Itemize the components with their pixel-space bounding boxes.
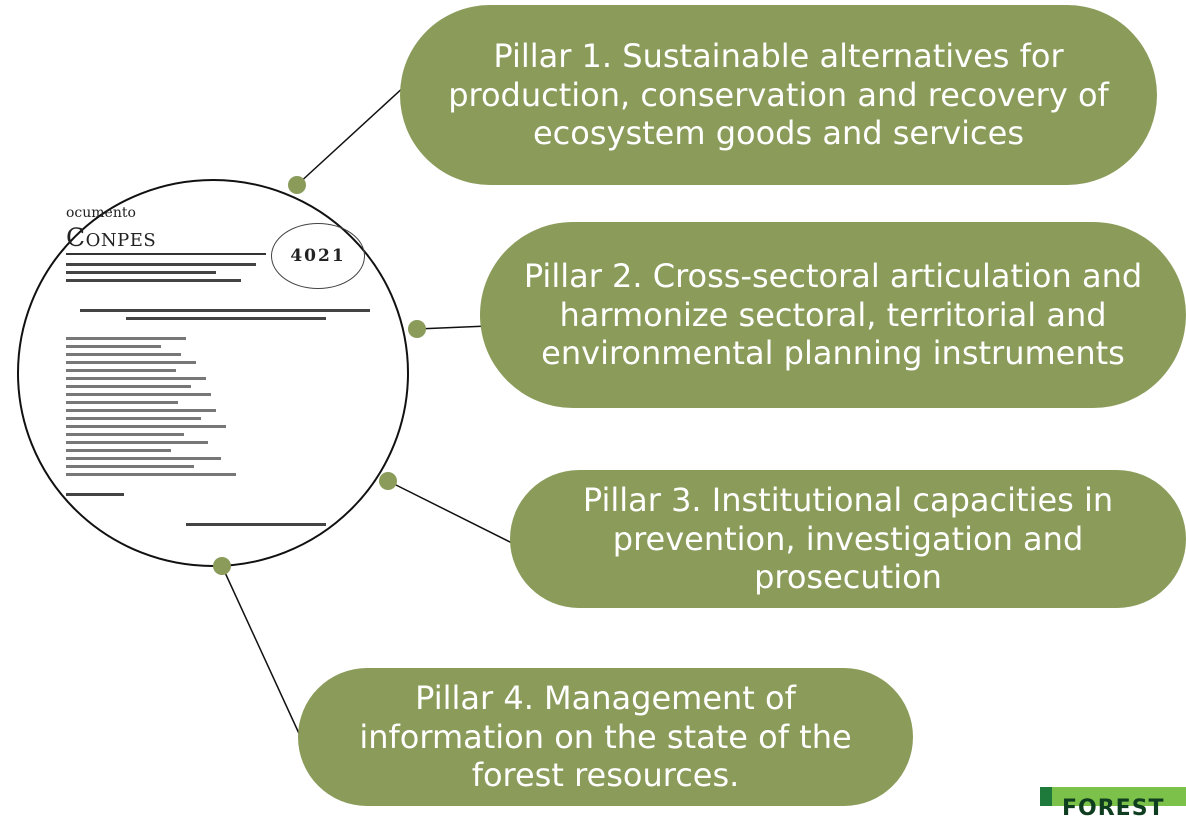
connector-dot-2 <box>408 320 426 338</box>
pillar-2-bubble: Pillar 2. Cross-sectoral articulation an… <box>480 222 1186 408</box>
document-text-line <box>66 465 194 468</box>
forest-logo-bar <box>1040 787 1052 806</box>
document-text-line <box>66 449 171 452</box>
document-text-line <box>66 263 256 266</box>
document-kicker: ocumento <box>66 205 136 221</box>
pillar-1-bubble: Pillar 1. Sustainable alternatives for p… <box>400 5 1157 185</box>
document-text-line <box>66 473 236 476</box>
document-text-line <box>186 523 326 526</box>
document-text-line <box>66 425 226 428</box>
document-text-line <box>66 433 184 436</box>
document-text-line <box>66 271 216 274</box>
forest-logo-text: FOREST <box>1062 796 1165 821</box>
connector-dot-4 <box>213 557 231 575</box>
pillar-4-text: Pillar 4. Management of information on t… <box>359 679 852 795</box>
document-text-line <box>80 309 370 312</box>
connector-line-3 <box>387 480 513 544</box>
document-text-line <box>66 393 211 396</box>
document-text-line <box>66 441 208 444</box>
conpes-document-thumbnail: ocumento Conpes 4021 <box>66 205 386 545</box>
document-text-line <box>66 401 178 404</box>
document-number-badge: 4021 <box>271 223 365 289</box>
connector-line-2 <box>416 325 489 330</box>
document-text-line <box>66 377 206 380</box>
document-text-line <box>66 353 181 356</box>
document-text-line <box>66 361 196 364</box>
document-number: 4021 <box>290 246 346 266</box>
document-text-line <box>66 337 186 340</box>
pillar-1-text: Pillar 1. Sustainable alternatives for p… <box>448 37 1109 153</box>
document-rule <box>66 253 266 255</box>
document-text-line <box>66 369 176 372</box>
pillar-3-text: Pillar 3. Institutional capacities in pr… <box>582 481 1114 597</box>
document-text-line <box>66 345 161 348</box>
document-text-line <box>66 457 221 460</box>
document-text-line <box>66 385 191 388</box>
connector-dot-3 <box>379 472 397 490</box>
pillar-3-bubble: Pillar 3. Institutional capacities in pr… <box>510 470 1186 608</box>
connector-dot-1 <box>288 176 306 194</box>
document-text-line <box>66 279 241 282</box>
document-text-line <box>66 417 201 420</box>
document-text-line <box>126 317 326 320</box>
document-text-line <box>66 493 124 496</box>
pillar-4-bubble: Pillar 4. Management of information on t… <box>298 668 913 806</box>
connector-line-1 <box>296 84 407 186</box>
document-text-line <box>66 409 216 412</box>
pillar-2-text: Pillar 2. Cross-sectoral articulation an… <box>523 257 1143 373</box>
forest-logo <box>1040 787 1186 806</box>
connector-line-4 <box>221 565 303 741</box>
document-name: Conpes <box>66 223 157 252</box>
